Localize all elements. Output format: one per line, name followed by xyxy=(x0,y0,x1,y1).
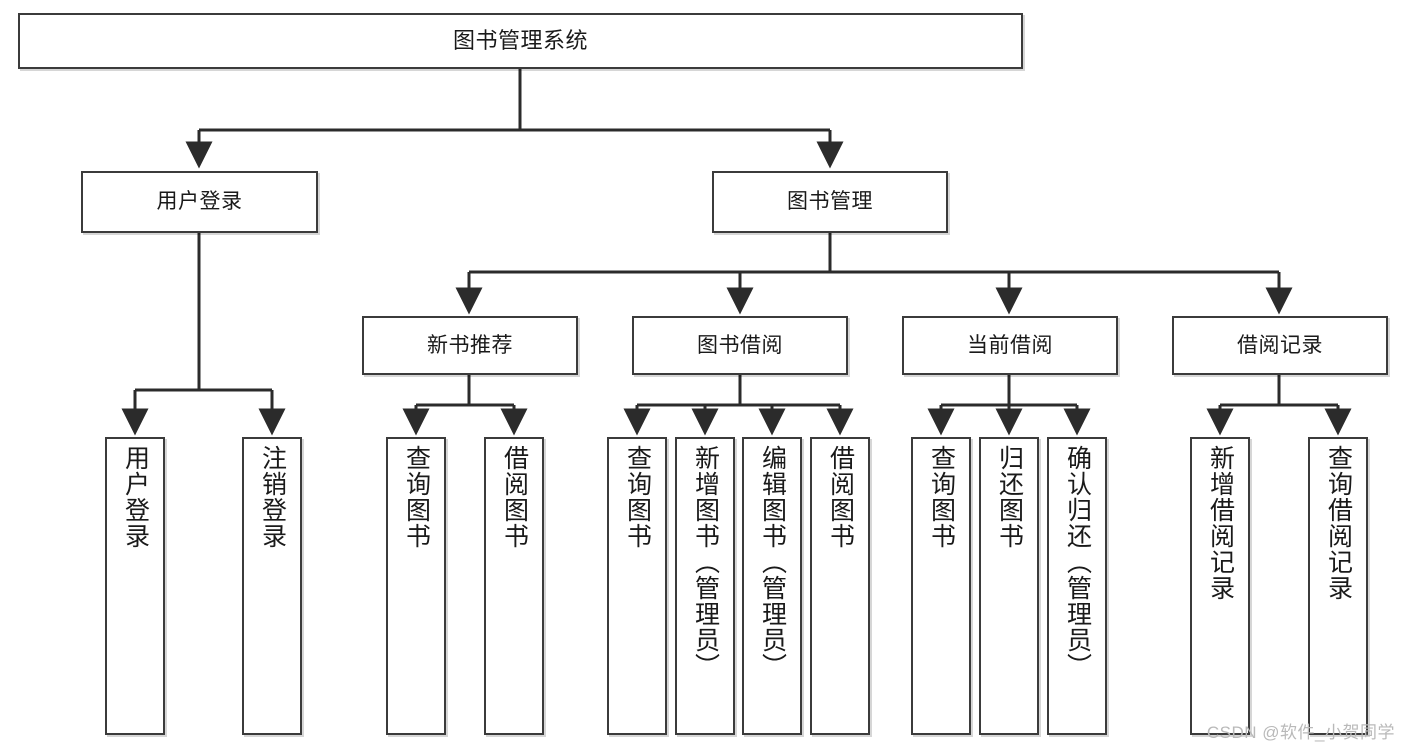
leaf-borrow-query-book-label: 查询图书 xyxy=(623,445,652,549)
leaf-borrow-add-book-admin-label: 新增图书（管理员） xyxy=(691,445,720,679)
leaf-new-book-borrow[interactable]: 借阅图书 xyxy=(484,437,544,735)
leaf-borrow-query-book[interactable]: 查询图书 xyxy=(607,437,667,735)
leaf-borrow-edit-book-admin[interactable]: 编辑图书（管理员） xyxy=(742,437,802,735)
node-user-login-label: 用户登录 xyxy=(156,190,243,214)
leaf-records-query-record[interactable]: 查询借阅记录 xyxy=(1308,437,1368,735)
leaf-current-confirm-return-admin[interactable]: 确认归还（管理员） xyxy=(1047,437,1107,735)
leaf-current-return-book[interactable]: 归还图书 xyxy=(979,437,1039,735)
node-book-management[interactable]: 图书管理 xyxy=(712,171,948,233)
node-book-borrow-label: 图书借阅 xyxy=(697,333,783,357)
leaf-current-query-book[interactable]: 查询图书 xyxy=(911,437,971,735)
leaf-new-book-query[interactable]: 查询图书 xyxy=(386,437,446,735)
node-new-book-recommend-label: 新书推荐 xyxy=(427,333,513,357)
leaf-user-login-signout-label: 注销登录 xyxy=(258,445,287,549)
node-borrow-records[interactable]: 借阅记录 xyxy=(1172,316,1388,375)
leaf-new-book-borrow-label: 借阅图书 xyxy=(500,445,529,549)
leaf-records-query-record-label: 查询借阅记录 xyxy=(1324,445,1353,601)
node-current-borrow[interactable]: 当前借阅 xyxy=(902,316,1118,375)
leaf-borrow-edit-book-admin-label: 编辑图书（管理员） xyxy=(758,445,787,679)
node-user-login[interactable]: 用户登录 xyxy=(81,171,318,233)
leaf-records-add-record[interactable]: 新增借阅记录 xyxy=(1190,437,1250,735)
leaf-borrow-borrow-book[interactable]: 借阅图书 xyxy=(810,437,870,735)
leaf-borrow-borrow-book-label: 借阅图书 xyxy=(826,445,855,549)
node-book-management-label: 图书管理 xyxy=(787,190,873,214)
leaf-user-login-signin[interactable]: 用户登录 xyxy=(105,437,165,735)
leaf-current-return-book-label: 归还图书 xyxy=(995,445,1024,549)
leaf-user-login-signout[interactable]: 注销登录 xyxy=(242,437,302,735)
leaf-new-book-query-label: 查询图书 xyxy=(402,445,431,549)
node-new-book-recommend[interactable]: 新书推荐 xyxy=(362,316,578,375)
leaf-current-confirm-return-admin-label: 确认归还（管理员） xyxy=(1063,445,1092,679)
node-borrow-records-label: 借阅记录 xyxy=(1237,333,1323,357)
node-current-borrow-label: 当前借阅 xyxy=(967,333,1053,357)
node-root-system-label: 图书管理系统 xyxy=(452,27,588,53)
node-book-borrow[interactable]: 图书借阅 xyxy=(632,316,848,375)
leaf-borrow-add-book-admin[interactable]: 新增图书（管理员） xyxy=(675,437,735,735)
leaf-records-add-record-label: 新增借阅记录 xyxy=(1206,445,1235,601)
leaf-current-query-book-label: 查询图书 xyxy=(927,445,956,549)
leaf-user-login-signin-label: 用户登录 xyxy=(121,445,150,549)
node-root-system[interactable]: 图书管理系统 xyxy=(18,13,1023,69)
